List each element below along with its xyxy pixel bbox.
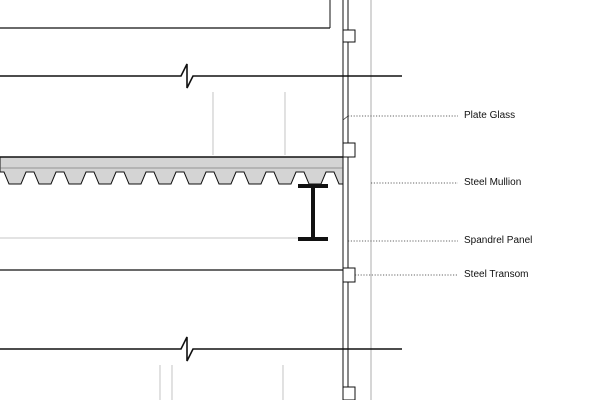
- label-plate-glass: Plate Glass: [464, 110, 516, 121]
- upper-floor-remnant: [0, 0, 331, 29]
- steel-i-beam: [298, 184, 328, 241]
- interior-partition-upper: [212, 92, 286, 155]
- leader-lines: [342, 115, 458, 276]
- label-steel-mullion: Steel Mullion: [464, 177, 522, 188]
- glass-mullion-lines: [342, 0, 372, 400]
- leader-plate-glass: [342, 115, 349, 121]
- mullion-brackets: [342, 29, 356, 400]
- label-spandrel-panel: Spandrel Panel: [464, 235, 533, 246]
- floor-slab: [0, 156, 344, 185]
- break-line-lower: [0, 336, 402, 362]
- break-line-upper: [0, 63, 402, 89]
- interior-partition-lower: [159, 365, 284, 400]
- label-steel-transom: Steel Transom: [464, 269, 529, 280]
- spandrel-zone: [0, 237, 343, 271]
